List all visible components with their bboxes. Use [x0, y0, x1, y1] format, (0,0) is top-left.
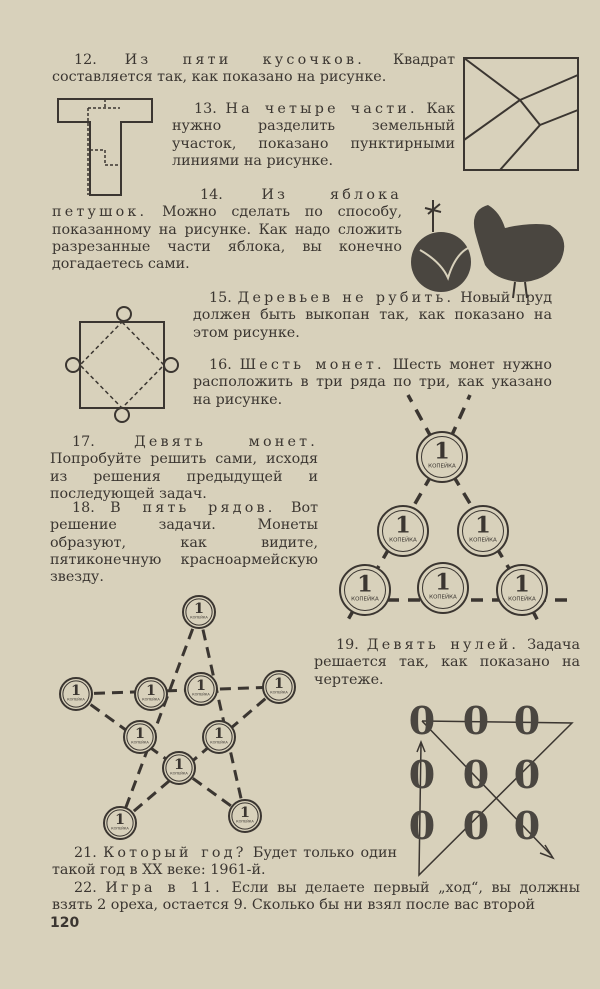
svg-text:КОПЕЙКА: КОПЕЙКА: [170, 771, 188, 776]
svg-text:КОПЕЙКА: КОПЕЙКА: [210, 740, 228, 745]
svg-text:1: 1: [146, 682, 156, 699]
svg-text:КОПЕЙКА: КОПЕЙКА: [270, 690, 288, 695]
svg-text:КОПЕЙКА: КОПЕЙКА: [508, 596, 536, 603]
zero-glyph: 0: [514, 803, 540, 848]
page-number: 120: [50, 915, 80, 931]
svg-text:1: 1: [434, 438, 450, 464]
tree-icon: [163, 357, 179, 373]
svg-text:КОПЕЙКА: КОПЕЙКА: [428, 463, 456, 470]
svg-text:1: 1: [71, 682, 81, 699]
svg-text:КОПЕЙКА: КОПЕЙКА: [469, 537, 497, 544]
svg-text:1: 1: [174, 756, 184, 773]
zero-glyph: 0: [409, 698, 435, 743]
svg-text:КОПЕЙКА: КОПЕЙКА: [111, 826, 129, 831]
svg-text:КОПЕЙКА: КОПЕЙКА: [190, 615, 208, 620]
svg-text:КОПЕЙКА: КОПЕЙКА: [192, 692, 210, 697]
answer-12: 12. Из пяти кусочков. Квадрат составляет…: [52, 52, 456, 86]
answer-18: 18. В пять рядов. Вот решение задачи. Мо…: [50, 500, 318, 586]
svg-text:1: 1: [135, 725, 145, 742]
svg-text:КОПЕЙКА: КОПЕЙКА: [142, 697, 160, 702]
svg-text:1: 1: [475, 512, 491, 538]
figure-apple-rooster: [411, 200, 565, 299]
svg-text:1: 1: [274, 675, 284, 692]
svg-text:КОПЕЙКА: КОПЕЙКА: [351, 596, 379, 603]
svg-text:КОПЕЙКА: КОПЕЙКА: [67, 697, 85, 702]
zero-glyph: 0: [463, 752, 489, 797]
svg-text:1: 1: [196, 677, 206, 694]
tree-icon: [114, 407, 130, 423]
answer-16: 16. Шесть монет. Шесть монет нужно распо…: [193, 357, 553, 408]
svg-text:КОПЕЙКА: КОПЕЙКА: [131, 740, 149, 745]
answer-13: 13. На четыре части. Как нужно разделить…: [172, 101, 455, 169]
svg-text:1: 1: [435, 569, 451, 595]
figure-pond: [65, 306, 179, 423]
answer-17: 17. Девять монет. Попробуйте решить сами…: [50, 434, 318, 502]
tree-icon: [65, 357, 81, 373]
zero-glyph: 0: [409, 752, 435, 797]
zero-glyph: 0: [514, 752, 540, 797]
svg-text:КОПЕЙКА: КОПЕЙКА: [429, 594, 457, 601]
svg-text:1: 1: [240, 804, 250, 821]
zero-glyph: 0: [514, 698, 540, 743]
figure-land-plot: [57, 98, 153, 196]
answer-21: 21. Который год? Будет только один такой…: [52, 845, 398, 879]
answer-14: 14. Из яблока петушок. Можно сделать по …: [52, 187, 403, 273]
figure-square-five-pieces: [463, 57, 579, 171]
svg-text:1: 1: [214, 725, 224, 742]
svg-text:КОПЕЙКА: КОПЕЙКА: [236, 819, 254, 824]
figure-star-coins: [75, 611, 280, 825]
answer-22: 22. Игра в 11. Если вы делаете первый „х…: [52, 880, 581, 914]
zero-glyph: 0: [409, 803, 435, 848]
answer-19: 19. Девять нулей. Задача решается так, к…: [314, 637, 580, 688]
svg-text:1: 1: [514, 571, 530, 597]
tree-icon: [116, 306, 132, 322]
zero-glyph: 0: [463, 803, 489, 848]
svg-text:1: 1: [115, 811, 125, 828]
answer-15: 15. Деревьев не рубить. Новый пруд долже…: [193, 290, 553, 341]
svg-text:КОПЕЙКА: КОПЕЙКА: [389, 537, 417, 544]
svg-text:1: 1: [395, 512, 411, 538]
zero-glyph: 0: [463, 698, 489, 743]
svg-text:1: 1: [357, 571, 373, 597]
svg-text:1: 1: [194, 600, 204, 617]
